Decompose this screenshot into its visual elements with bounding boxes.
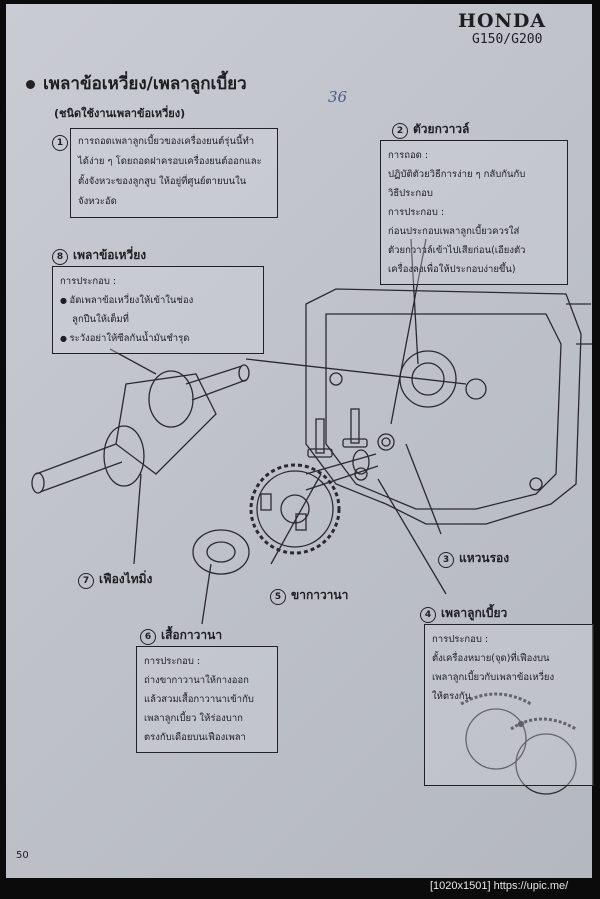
page-number: 50	[16, 850, 29, 861]
step-8-number: 8	[52, 249, 68, 265]
step-1-box: การถอดเพลาลูกเบี้ยวของเครื่องยนต์รุ่นนี้…	[70, 128, 278, 218]
step-7-heading: 7 เฟืองไทมิ่ง	[78, 570, 152, 589]
step-1-line: ได้ง่าย ๆ โดยถอดฝาครอบเครื่องยนต์ออกและ	[78, 156, 262, 167]
step-1-line: จังหวะอัด	[78, 196, 117, 207]
step-2-install-heading: การประกอบ :	[388, 207, 445, 218]
engine-case	[305, 288, 582, 525]
governor-sleeve	[192, 529, 250, 575]
title-text: เพลาข้อเหวี่ยง/เพลาลูกเบี้ยว	[43, 74, 247, 94]
washer	[377, 433, 395, 451]
timing-gear	[249, 463, 341, 555]
step-4-number: 4	[420, 607, 436, 623]
step-6-label: เสื้อกาวานา	[161, 628, 223, 642]
step-7-number: 7	[78, 573, 94, 589]
step-8-heading: 8 เพลาข้อเหวี่ยง	[52, 246, 146, 265]
step-2-line: เครื่องลงเพื่อให้ประกอบง่ายขึ้น)	[388, 264, 516, 275]
bullet-icon	[26, 79, 35, 89]
step-8-line: ลูกปืนให้เต็มที่	[72, 314, 129, 325]
step-6-line: เพลาลูกเบี้ยว ให้ร่องบาก	[144, 713, 243, 724]
step-2-line: ปฏิบัติตัวยวิธีการง่าย ๆ กลับกันกับ	[388, 169, 526, 180]
step-4-heading: 4 เพลาลูกเบี้ยว	[420, 604, 507, 623]
page-subtitle: (ชนิดใช้งานเพลาข้อเหวี่ยง)	[54, 107, 186, 120]
engine-exploded-diagram	[31, 238, 592, 795]
step-2-line: ก่อนประกอบเพลาลูกเบี้ยวควรใส่	[388, 226, 520, 237]
step-8-line: อัดเพลาข้อเหวี่ยงให้เข้าในช่อง	[60, 291, 256, 310]
step-2-heading: 2 ตัวยกวาวล์	[392, 120, 469, 139]
step-2-label: ตัวยกวาวล์	[413, 122, 470, 136]
manual-page: HONDA G150/G200 เพลาข้อเหวี่ยง/เพลาลูกเบ…	[6, 4, 594, 878]
step-2-line: ตัวยกวาวล์เข้าไปเสียก่อน(เอียงตัว	[388, 245, 526, 256]
page-title: เพลาข้อเหวี่ยง/เพลาลูกเบี้ยว	[26, 70, 247, 97]
step-2-line: วิธีประกอบ	[388, 188, 433, 199]
step-4-install-heading: การประกอบ :	[432, 634, 489, 645]
handwritten-note: 36	[328, 88, 348, 106]
step-7-label: เฟืองไทมิ่ง	[99, 572, 153, 586]
tappet-1	[315, 418, 325, 454]
image-size-watermark: [1020x1501] https://upic.me/	[430, 880, 569, 892]
crankshaft	[35, 443, 123, 493]
step-8-line: ระวังอย่าให้ซีลกันน้ำมันชำรุด	[60, 329, 256, 348]
brand-logo: HONDA	[458, 10, 547, 32]
step-6-install-heading: การประกอบ :	[144, 656, 201, 667]
tappet-2	[350, 408, 360, 444]
step-5-label: ขากาวานา	[291, 588, 349, 602]
step-5-number: 5	[270, 589, 286, 605]
step-6-number: 6	[140, 629, 156, 645]
model-number: G150/G200	[472, 32, 543, 47]
step-2-removal-heading: การถอด :	[388, 150, 429, 161]
step-4-line: เพลาลูกเบี้ยวกับเพลาข้อเหวี่ยง	[432, 672, 555, 683]
step-6-line: ถ่างขากาวานาให้กางออก	[144, 675, 249, 686]
step-4-line: ตั้งเครื่องหมาย(จุด)ที่เฟืองบน	[432, 653, 550, 664]
step-1-number: 1	[52, 135, 68, 151]
bearing-housing	[399, 350, 457, 408]
step-8-label: เพลาข้อเหวี่ยง	[73, 248, 147, 262]
step-2-box: การถอด : ปฏิบัติตัวยวิธีการง่าย ๆ กลับกั…	[380, 140, 568, 285]
step-3-label: แหวนรอง	[459, 551, 510, 565]
step-4-box: การประกอบ : ตั้งเครื่องหมาย(จุด)ที่เฟือง…	[424, 624, 594, 786]
step-1-marker: 1	[52, 134, 73, 151]
step-5-heading: 5 ขากาวานา	[270, 586, 348, 605]
step-8-install-heading: การประกอบ :	[60, 276, 117, 287]
step-3-number: 3	[438, 552, 454, 568]
step-2-number: 2	[392, 123, 408, 139]
step-6-line: แล้วสวมเสื้อกาวานาเข้ากับ	[144, 694, 254, 705]
step-1-line: การถอดเพลาลูกเบี้ยวของเครื่องยนต์รุ่นนี้…	[78, 136, 255, 147]
step-6-heading: 6 เสื้อกาวานา	[140, 626, 222, 645]
step-4-label: เพลาลูกเบี้ยว	[441, 606, 508, 620]
step-8-box: การประกอบ : อัดเพลาข้อเหวี่ยงให้เข้าในช่…	[52, 266, 264, 354]
camshaft	[305, 453, 379, 491]
step-1-line: ตั้งจังหวะของลูกสูบ ให้อยู่ที่ศูนย์ตายบน…	[78, 176, 247, 187]
step-3-heading: 3 แหวนรอง	[438, 549, 509, 568]
step-4-line: ให้ตรงกัน	[432, 691, 472, 702]
step-6-line: ตรงกับเดือยบนเฟืองเพลา	[144, 732, 246, 743]
step-6-box: การประกอบ : ถ่างขากาวานาให้กางออก แล้วสว…	[136, 646, 278, 753]
